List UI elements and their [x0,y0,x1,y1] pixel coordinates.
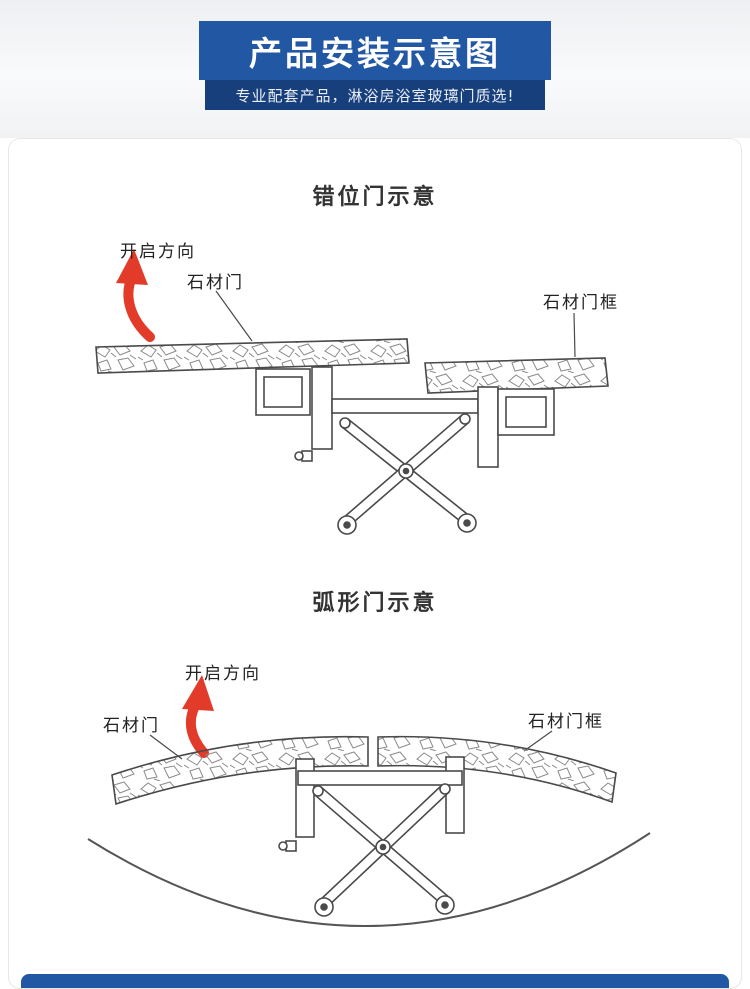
arc-door-diagram: 开启方向 石材门 石材门框 [9,631,741,966]
stone-door-frame-slab [424,357,609,394]
stone-door-frame-slab [377,735,617,804]
leader-lines [149,730,553,760]
bottom-banner [21,974,729,988]
stone-door-label: 石材门 [187,273,244,293]
stone-door-frame-label: 石材门框 [528,712,604,732]
stone-door-slab [95,338,410,374]
open-direction-label: 开启方向 [185,664,261,684]
stone-door-slab [111,735,369,806]
content-card: 错位门示意 [8,138,742,989]
stone-door-label: 石材门 [103,716,160,736]
open-direction-arrow [116,249,155,342]
title-banner: 产品安装示意图 [199,21,551,80]
page-title: 产品安装示意图 [249,33,501,73]
stone-door-frame-label: 石材门框 [543,293,619,313]
arc-door-drawing [87,675,651,927]
subtitle-bar: 专业配套产品，淋浴房浴室玻璃门质选! [205,80,545,110]
swing-arc [87,832,651,927]
staggered-door-diagram: 开启方向 石材门 石材门框 [9,223,741,563]
open-direction-arrow [182,675,214,758]
section-title-arc-door: 弧形门示意 [312,591,438,616]
page-header: 产品安装示意图 专业配套产品，淋浴房浴室玻璃门质选! [0,0,750,138]
leader-lines [215,290,576,358]
page-subtitle: 专业配套产品，淋浴房浴室玻璃门质选! [235,86,515,105]
section-title-staggered-door: 错位门示意 [312,185,438,210]
staggered-door-drawing [95,249,609,535]
open-direction-label: 开启方向 [120,242,196,262]
hinge-mechanism [255,366,555,535]
hinge-mechanism [278,756,465,917]
